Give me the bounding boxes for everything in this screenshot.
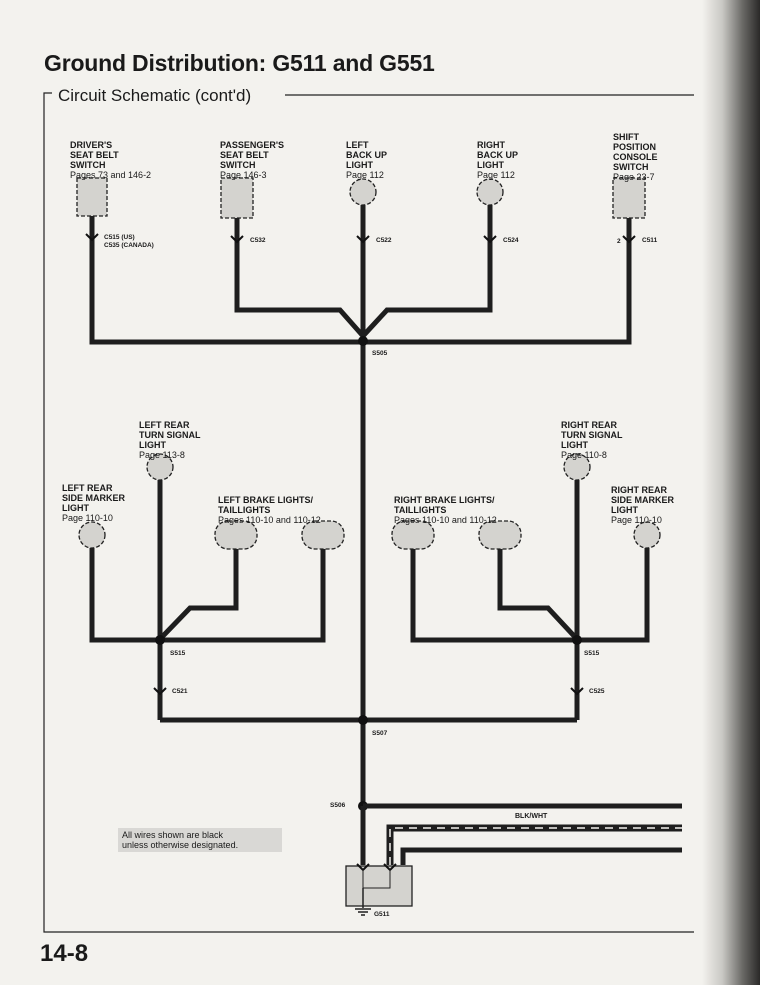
ground-block-g511 bbox=[345, 865, 413, 907]
section-subtitle: Circuit Schematic (cont'd) bbox=[58, 86, 252, 105]
connector-c522 bbox=[356, 235, 370, 244]
wire-color-note: All wires shown are black unless otherwi… bbox=[118, 828, 282, 852]
wire-right-back-up bbox=[361, 205, 493, 338]
splice-s515-left-dot bbox=[155, 635, 165, 645]
connector-c521 bbox=[153, 687, 167, 696]
label-splice-s515-right: S515 bbox=[584, 650, 600, 657]
connector-c532 bbox=[230, 235, 244, 244]
label-connector-c524: C524 bbox=[503, 237, 519, 244]
label-splice-s506: S506 bbox=[330, 802, 346, 809]
ground-symbol-icon bbox=[355, 908, 371, 916]
connector-c515 bbox=[85, 233, 99, 242]
ground-internal-wire bbox=[362, 870, 391, 889]
page-title: Ground Distribution: G511 and G551 bbox=[44, 50, 435, 76]
splice-s505-dot bbox=[358, 336, 368, 346]
label-ground-g511: G511 bbox=[374, 911, 390, 918]
frame-rule bbox=[43, 92, 694, 933]
wire-drivers-seat-belt bbox=[89, 216, 363, 345]
label-connector-c515: C515 (US) C535 (CANADA) bbox=[104, 234, 154, 249]
wire-right-brake-2 bbox=[497, 549, 577, 639]
shift-position-switch bbox=[612, 177, 646, 219]
label-splice-s505: S505 bbox=[372, 350, 388, 357]
wire-right-side-marker bbox=[577, 548, 650, 643]
splice-s515-right-dot bbox=[572, 635, 582, 645]
left-rear-side-marker-light bbox=[78, 521, 106, 549]
passengers-seat-belt-switch bbox=[220, 177, 254, 219]
label-wire-blk-wht: BLK/WHT bbox=[515, 813, 548, 820]
right-rear-side-marker-light bbox=[633, 521, 661, 549]
label-connector-c511: C511 bbox=[642, 237, 658, 244]
wire-passengers-seat-belt bbox=[234, 218, 365, 338]
splice-s507-dot bbox=[358, 715, 368, 725]
wire-right-brake-1 bbox=[410, 549, 577, 643]
right-brake-light-1 bbox=[391, 520, 435, 550]
label-connector-c521: C521 bbox=[172, 688, 188, 695]
wire-left-brake-1 bbox=[160, 549, 239, 639]
left-brake-light-1 bbox=[214, 520, 258, 550]
left-brake-light-2 bbox=[301, 520, 345, 550]
label-splice-s515-left: S515 bbox=[170, 650, 186, 657]
drivers-seat-belt-switch bbox=[76, 177, 108, 217]
wire-blk-wht-stripe bbox=[389, 827, 682, 865]
right-back-up-light bbox=[476, 178, 504, 206]
label-connector-c511-pin: 2 bbox=[617, 238, 621, 245]
wire-left-brake-2 bbox=[160, 549, 326, 643]
connector-c511 bbox=[622, 235, 636, 244]
connector-c524 bbox=[483, 235, 497, 244]
label-splice-s507: S507 bbox=[372, 730, 388, 737]
wire-ground-third bbox=[400, 847, 682, 865]
book-binding-shadow bbox=[702, 0, 760, 985]
wire-blk-wht bbox=[386, 824, 682, 865]
label-connector-c532: C532 bbox=[250, 237, 266, 244]
label-connector-c525: C525 bbox=[589, 688, 605, 695]
label-connector-c522: C522 bbox=[376, 237, 392, 244]
connector-c525 bbox=[570, 687, 584, 696]
wire-shift-position bbox=[363, 218, 632, 345]
wire-left-side-marker bbox=[89, 548, 160, 643]
right-brake-light-2 bbox=[478, 520, 522, 550]
page-number: 14-8 bbox=[40, 940, 89, 967]
left-back-up-light bbox=[349, 178, 377, 206]
